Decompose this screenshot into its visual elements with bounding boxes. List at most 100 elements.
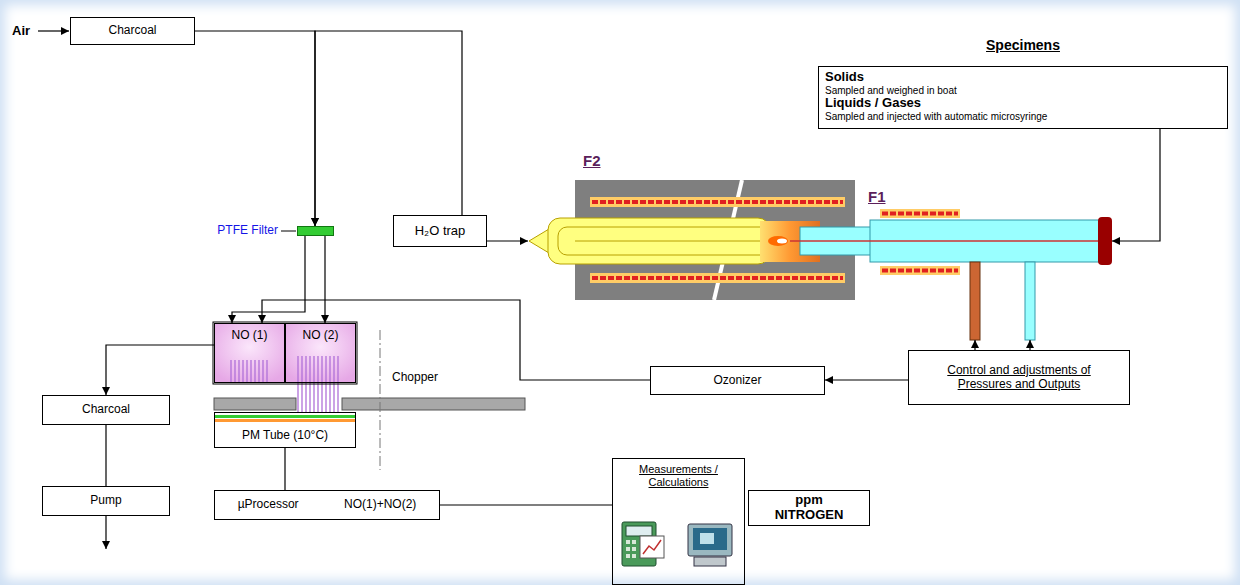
reaction-chamber: NO (2) bbox=[285, 323, 356, 383]
chamber-glow bbox=[285, 323, 356, 383]
result-box: ppm NITROGEN bbox=[748, 490, 870, 526]
emission-ray bbox=[262, 360, 263, 383]
calculator-key bbox=[626, 554, 630, 558]
computer-base bbox=[694, 557, 726, 566]
node-text: Solids bbox=[825, 70, 864, 85]
chamber-glow bbox=[214, 323, 285, 383]
calculator-key bbox=[632, 547, 636, 551]
heater-element bbox=[590, 273, 845, 283]
node-text: NO (2) bbox=[303, 328, 339, 342]
processor-box: µProcessorNO(1)+NO(2) bbox=[214, 490, 440, 520]
emission-ray bbox=[254, 360, 255, 383]
node-text: Charcoal bbox=[108, 24, 156, 38]
flow-line bbox=[262, 300, 650, 380]
flow-line bbox=[315, 31, 462, 226]
flow-line bbox=[487, 240, 528, 241]
node-text: H₂O trap bbox=[415, 224, 466, 239]
calculator-key bbox=[626, 547, 630, 551]
chart-line bbox=[643, 540, 661, 554]
emission-ray bbox=[230, 360, 231, 383]
chopper-disc bbox=[342, 398, 525, 410]
emission-ray bbox=[250, 360, 251, 383]
flow-line bbox=[195, 31, 315, 226]
computer-monitor bbox=[688, 524, 732, 556]
node-text: Control and adjustments of Pressures and… bbox=[944, 364, 1094, 392]
emission-ray bbox=[258, 360, 259, 383]
filter-box: Charcoal bbox=[42, 395, 170, 425]
quartz-tube bbox=[548, 218, 770, 264]
node-text: F1 bbox=[868, 188, 886, 205]
calculator-key bbox=[626, 540, 630, 544]
pump-box: Pump bbox=[42, 486, 170, 516]
flow-line bbox=[106, 345, 214, 395]
filter-box: Charcoal bbox=[70, 17, 195, 45]
heater-coil bbox=[882, 269, 958, 273]
flow-line bbox=[440, 504, 612, 505]
flow-line bbox=[1112, 129, 1160, 241]
node-text: PTFE Filter bbox=[217, 223, 278, 237]
emission-ray bbox=[242, 360, 243, 383]
computer-screen bbox=[693, 528, 727, 550]
septum-cap bbox=[1098, 217, 1112, 265]
node-text: F2 bbox=[583, 152, 601, 169]
tube-tip bbox=[529, 229, 549, 253]
chopper-axis bbox=[380, 330, 381, 470]
calculator-display bbox=[626, 526, 652, 536]
chopper-disc bbox=[214, 398, 296, 410]
node-text: Liquids / Gases bbox=[825, 96, 921, 111]
flow-line bbox=[1029, 340, 1030, 350]
part-label: Chopper bbox=[392, 370, 438, 384]
flow-line bbox=[105, 425, 106, 486]
chamber-housing bbox=[213, 322, 357, 384]
heater-coil bbox=[592, 200, 843, 204]
flow-line bbox=[284, 448, 285, 490]
inlet-label: Air bbox=[12, 23, 30, 38]
injection-needle bbox=[790, 240, 1104, 242]
emission-ray bbox=[246, 360, 247, 383]
furnace: F2F1 bbox=[528, 150, 1112, 340]
node-text: Pump bbox=[90, 494, 121, 508]
flame bbox=[768, 236, 788, 246]
water-trap: H₂O trap bbox=[393, 215, 487, 247]
gas-pipe bbox=[970, 262, 980, 340]
heater-coil bbox=[882, 212, 958, 216]
flow-line bbox=[232, 236, 305, 323]
heater-element bbox=[880, 266, 960, 275]
exhaust-arrow bbox=[105, 516, 106, 549]
inner-tube bbox=[558, 227, 770, 255]
screen-window bbox=[700, 533, 714, 544]
inner-tube bbox=[575, 241, 770, 242]
flame-core bbox=[777, 239, 787, 244]
emission-ray bbox=[266, 360, 267, 383]
ptfe-filter: PTFE Filter bbox=[297, 226, 334, 236]
node-text: Specimens bbox=[819, 37, 1227, 53]
photomultiplier: PM Tube (10°C) bbox=[214, 412, 356, 448]
emission-ray bbox=[238, 360, 239, 383]
ozonizer-box: Ozonizer bbox=[650, 366, 825, 395]
gas-pipe bbox=[1025, 262, 1035, 340]
node-text: µProcessor bbox=[238, 498, 299, 512]
heater-coil bbox=[592, 276, 843, 280]
emission-ray bbox=[234, 360, 235, 383]
leader-line bbox=[281, 231, 296, 232]
calculator-key bbox=[632, 554, 636, 558]
node-text: Ozonizer bbox=[713, 374, 761, 388]
heater-element bbox=[880, 209, 960, 218]
flow-line bbox=[825, 379, 908, 380]
measurement-box: Measurements / Calculations bbox=[612, 458, 745, 585]
calculator-keys bbox=[626, 540, 636, 558]
node-text: Charcoal bbox=[82, 403, 130, 417]
node-text: PM Tube (10°C) bbox=[242, 429, 328, 443]
heater-element bbox=[590, 197, 845, 207]
chart-sheet bbox=[640, 536, 664, 558]
node-text: Sampled and weighed in boat bbox=[825, 85, 957, 97]
node-text: Measurements / Calculations bbox=[624, 463, 734, 488]
node-text: ppm NITROGEN bbox=[775, 493, 844, 523]
calculator-key bbox=[632, 540, 636, 544]
specimen-box: SpecimensSolidsSampled and weighed in bo… bbox=[818, 66, 1228, 129]
node-text: Sampled and injected with automatic micr… bbox=[825, 111, 1047, 123]
node-text: NO (1) bbox=[232, 328, 268, 342]
air-inlet-arrow bbox=[38, 30, 69, 31]
